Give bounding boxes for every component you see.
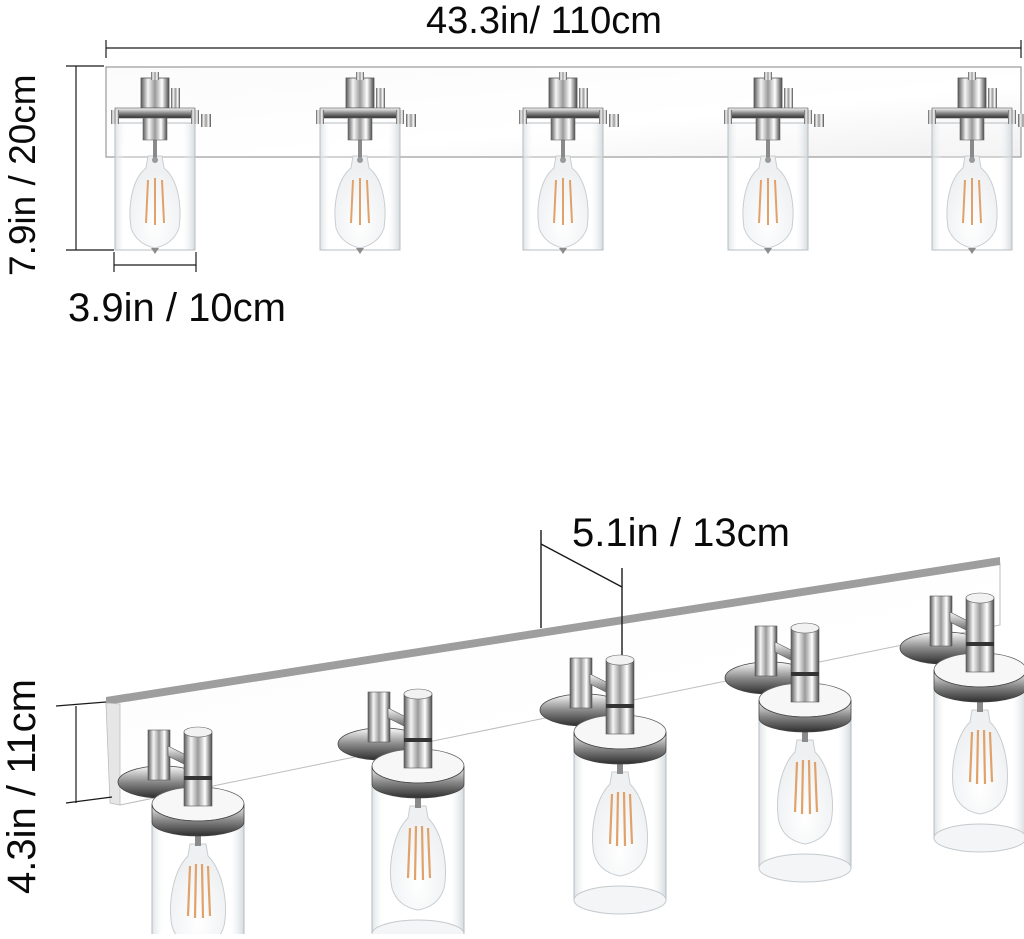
perspective-backplate-top xyxy=(106,557,1000,705)
width-dimension-line xyxy=(105,40,1022,58)
perspective-backplate-side xyxy=(105,702,121,806)
backplate-height-dimension-line xyxy=(55,701,113,804)
perspective-view xyxy=(55,530,1024,939)
height-label: 7.9in / 20cm xyxy=(2,74,43,276)
backplate-height-label: 4.3in / 11cm xyxy=(0,679,44,894)
shade-width-label: 3.9in / 10cm xyxy=(68,286,286,330)
total-width-label: 43.3in/ 110cm xyxy=(426,0,662,42)
shade-width-dimension-line xyxy=(113,252,197,272)
front-view xyxy=(66,40,1024,272)
arm-projection-label: 5.1in / 13cm xyxy=(572,511,790,555)
height-dimension-line xyxy=(66,65,114,251)
arm-projection-dimension-line xyxy=(540,530,623,664)
